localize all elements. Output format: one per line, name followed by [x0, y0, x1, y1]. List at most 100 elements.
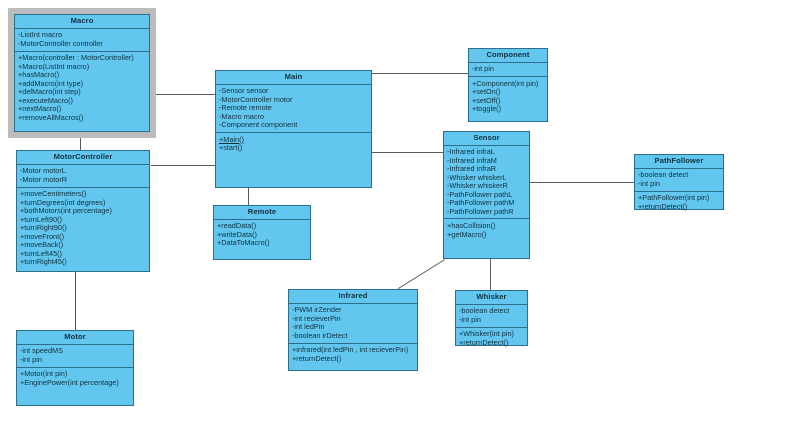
class-methods-whisker: +Whisker(int pin) +returnDetect() [456, 328, 527, 350]
class-box-pathfollower[interactable]: PathFollower -boolean detect -int pin +P… [634, 154, 724, 210]
attribute-row: -int pin [20, 354, 42, 364]
method-row: +hasMacro() [18, 70, 60, 80]
association-main-component [372, 73, 468, 74]
method-row: +Macro(controller : MotorController) [18, 53, 134, 63]
class-methods-sensor: +hasCollision() +getMacro() [444, 219, 529, 241]
attribute-row: -int speedMS [20, 346, 63, 356]
attribute-row: -Sensor sensor [219, 86, 269, 96]
method-row: +moveCentimeters() [20, 189, 87, 199]
class-attributes-infrared: -PWM irZender -int recieverPin -int ledP… [289, 304, 417, 344]
method-row: +DataToMacro() [217, 238, 270, 248]
attribute-row: -ListInt macro [18, 30, 63, 40]
attribute-row: -MotorController motor [219, 94, 293, 104]
method-row: +Motor(int pin) [20, 369, 68, 379]
attribute-row: -boolean detect [638, 170, 689, 180]
method-row: +Whisker(int pin) [459, 329, 514, 339]
class-box-infrared[interactable]: Infrared -PWM irZender -int recieverPin … [288, 289, 418, 371]
association-sensor-pathfollower [530, 182, 634, 183]
attribute-row: -Whisker whiskerR [447, 181, 508, 191]
association-macro-motorcontroller [80, 132, 81, 150]
class-title-infrared: Infrared [289, 290, 417, 304]
method-row: +nextMacro() [18, 104, 62, 114]
attribute-row: -int pin [638, 178, 660, 188]
attribute-row: -Component component [219, 120, 298, 130]
attribute-row: -PWM irZender [292, 305, 342, 315]
method-row: +turnLeft45() [20, 248, 62, 258]
method-row: +readData() [217, 221, 257, 231]
class-attributes-whisker: -boolean detect -int pin [456, 305, 527, 328]
method-row: +moveFront() [20, 231, 64, 241]
method-row: +returnDetect() [638, 201, 688, 211]
class-box-component[interactable]: Component -int pin +Component(int pin) +… [468, 48, 548, 122]
attribute-row: -PathFollower pathL [447, 189, 513, 199]
class-box-macro[interactable]: Macro -ListInt macro -MotorController co… [8, 8, 156, 138]
class-box-whisker[interactable]: Whisker -boolean detect -int pin +Whiske… [455, 290, 528, 346]
method-row: +start() [219, 143, 243, 153]
class-box-main[interactable]: Main -Sensor sensor -MotorController mot… [215, 70, 372, 188]
method-row: +getMacro() [447, 229, 487, 239]
association-motorcontroller-main [151, 165, 215, 166]
class-attributes-pathfollower: -boolean detect -int pin [635, 169, 723, 192]
class-title-motorcontroller: MotorController [17, 151, 149, 165]
method-row: +Macro(ListInt macro) [18, 61, 90, 71]
association-macro-main [151, 94, 215, 95]
method-row: +delMacro(int step) [18, 87, 81, 97]
method-row: +turnRight90() [20, 223, 67, 233]
method-row: +turnRight45() [20, 257, 67, 267]
class-box-remote[interactable]: Remote +readData() +writeData() +DataToM… [213, 205, 311, 260]
association-main-remote [248, 188, 249, 205]
attribute-row: -boolean irDetect [292, 330, 348, 340]
method-row: +setOff() [472, 95, 501, 105]
class-methods-macro: +Macro(controller : MotorController) +Ma… [15, 52, 149, 125]
method-row: +hasCollision() [447, 221, 496, 231]
attribute-row: -int ledPin [292, 322, 325, 332]
class-methods-remote: +readData() +writeData() +DataToMacro() [214, 220, 310, 250]
attribute-row: -MotorController controller [18, 38, 103, 48]
method-row: +returnDetect() [292, 353, 342, 363]
class-title-macro: Macro [15, 15, 149, 29]
class-attributes-component: -int pin [469, 63, 547, 78]
class-attributes-macro: -ListInt macro -MotorController controll… [15, 29, 149, 52]
attribute-row: -Infrared infraR [447, 164, 497, 174]
class-attributes-main: -Sensor sensor -MotorController motor -R… [216, 85, 371, 134]
class-methods-pathfollower: +PathFollower(int pin) +returnDetect() [635, 192, 723, 214]
method-row: +toggle() [472, 104, 502, 114]
class-title-pathfollower: PathFollower [635, 155, 723, 169]
method-row: +writeData() [217, 229, 257, 239]
class-methods-main: +Main() +start() [216, 133, 371, 155]
class-title-remote: Remote [214, 206, 310, 220]
attribute-row: -Macro macro [219, 111, 265, 121]
method-row: +returnDetect() [459, 337, 509, 347]
attribute-row: -int pin [472, 64, 494, 74]
class-methods-motorcontroller: +moveCentimeters() +turnDegrees(int degr… [17, 188, 149, 269]
class-title-main: Main [216, 71, 371, 85]
method-row: +executeMacro() [18, 95, 73, 105]
method-row: +Component(int pin) [472, 78, 539, 88]
method-row: +EnginePower(int percentage) [20, 377, 119, 387]
attribute-row: -Motor motorR [20, 174, 68, 184]
attribute-row: -PathFollower pathR [447, 206, 514, 216]
attribute-row: -boolean detect [459, 306, 510, 316]
class-box-motorcontroller[interactable]: MotorController -Motor motorL -Motor mot… [16, 150, 150, 272]
method-row: +bothMotors(int percentage) [20, 206, 112, 216]
attribute-row: -PathFollower pathM [447, 198, 515, 208]
attribute-row: -int pin [459, 314, 481, 324]
class-title-whisker: Whisker [456, 291, 527, 305]
class-title-component: Component [469, 49, 547, 63]
method-row: +turnLeft90() [20, 214, 62, 224]
class-box-sensor[interactable]: Sensor -Infrared infraL -Infrared infraM… [443, 131, 530, 259]
class-title-sensor: Sensor [444, 132, 529, 146]
class-attributes-sensor: -Infrared infraL -Infrared infraM -Infra… [444, 146, 529, 220]
attribute-row: -int recieverPin [292, 313, 341, 323]
method-row: +infrared(int ledPin , int recieverPin) [292, 345, 409, 355]
method-row: +setOn() [472, 87, 501, 97]
attribute-row: -Remote remote [219, 103, 272, 113]
class-title-motor: Motor [17, 331, 133, 345]
association-main-sensor [372, 152, 443, 153]
method-row: +removeAllMacros() [18, 112, 84, 122]
method-row: +PathFollower(int pin) [638, 193, 710, 203]
class-attributes-motorcontroller: -Motor motorL -Motor motorR [17, 165, 149, 188]
method-row: +moveBack() [20, 240, 64, 250]
class-box-motor[interactable]: Motor -int speedMS -int pin +Motor(int p… [16, 330, 134, 406]
